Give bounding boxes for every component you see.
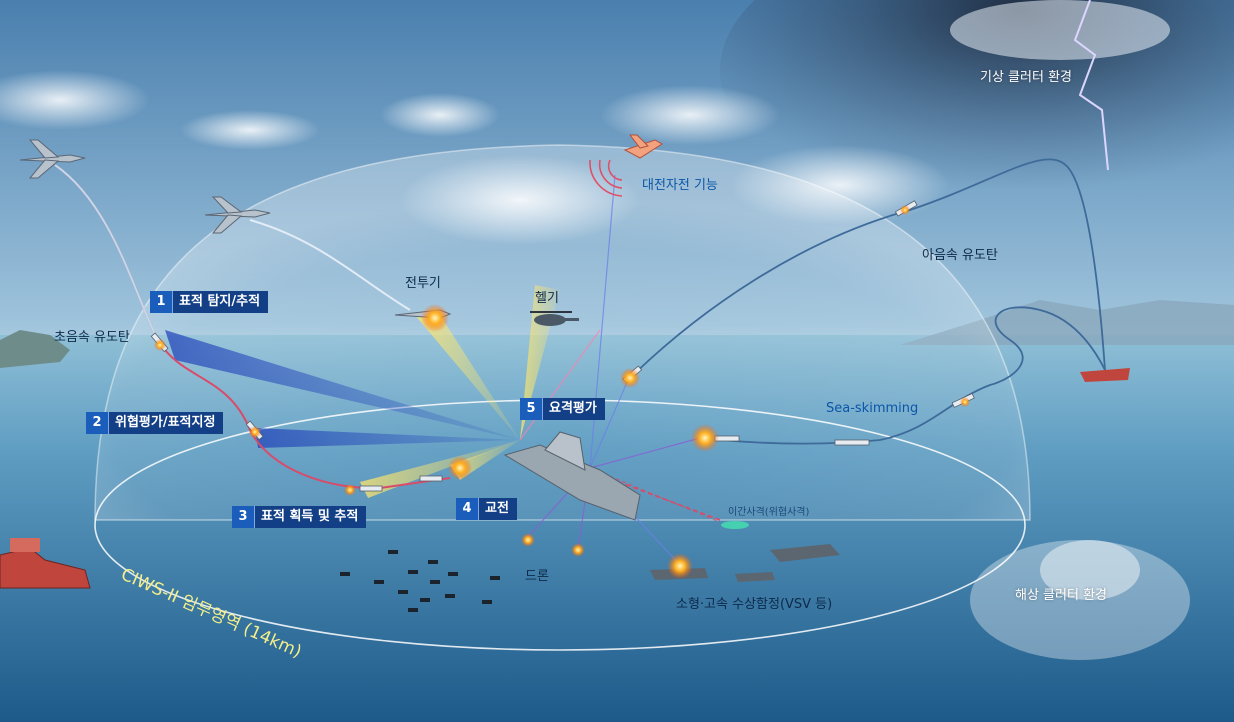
step-number: 3 — [232, 506, 255, 528]
step-2-threat-eval: 2 위협평가/표적지정 — [86, 412, 224, 434]
step-5-intercept-eval: 5 요격평가 — [520, 398, 605, 420]
weather-clutter-label: 기상 클러터 환경 — [980, 70, 1072, 85]
step-label: 교전 — [485, 501, 509, 516]
step-label: 요격평가 — [549, 401, 597, 416]
supersonic-missile-label: 초음속 유도탄 — [54, 330, 130, 345]
step-label: 표적 획득 및 추적 — [261, 509, 359, 524]
step-label: 표적 탐지/추적 — [179, 294, 261, 309]
fighter-label: 전투기 — [405, 276, 441, 291]
step-number: 5 — [520, 398, 543, 420]
step-number: 4 — [456, 498, 479, 520]
step-number: 1 — [150, 291, 173, 313]
small-vessels-label: 소형·고속 수상함정(VSV 등) — [676, 597, 833, 612]
subsonic-missile-label: 아음속 유도탄 — [922, 248, 998, 263]
step-4-engage: 4 교전 — [456, 498, 517, 520]
anti-ew-label: 대전자전 기능 — [642, 178, 718, 193]
sea-skimming-label: Sea-skimming — [826, 401, 919, 416]
helicopter-label: 헬기 — [535, 291, 559, 306]
step-number: 2 — [86, 412, 109, 434]
step-3-acquire-track: 3 표적 획득 및 추적 — [232, 506, 367, 528]
sea-clutter-label: 해상 클러터 환경 — [1015, 588, 1107, 603]
drone-label: 드론 — [525, 569, 549, 584]
warning-fire-label: 이간사격(위협사격) — [728, 507, 810, 518]
step-label: 위협평가/표적지정 — [115, 415, 216, 430]
step-1-detect-track: 1 표적 탐지/추적 — [150, 291, 269, 313]
